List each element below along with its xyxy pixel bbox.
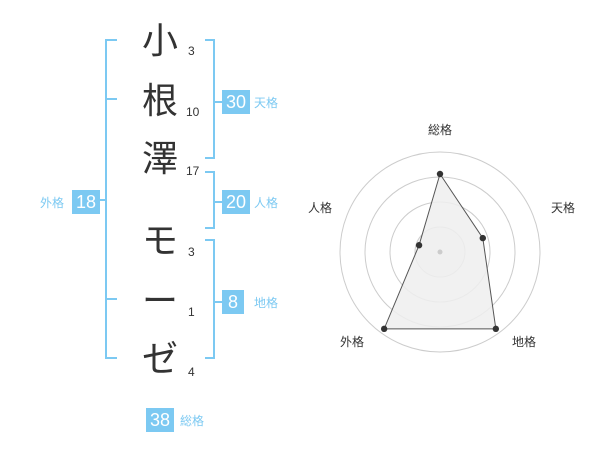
stroke-count-3: 17 bbox=[186, 164, 200, 178]
gaikaku-label: 外格 bbox=[40, 196, 65, 210]
radar-points bbox=[380, 170, 500, 333]
radar-label-soukaku: 総格 bbox=[428, 122, 452, 137]
jinkaku-bracket bbox=[205, 171, 215, 229]
name-char-6: ゼ bbox=[141, 339, 178, 380]
name-char-4: モ bbox=[141, 221, 178, 262]
radar-point-2 bbox=[479, 234, 486, 242]
fortune-radar-chart: 総格 天格 地格 外格 人格 bbox=[308, 122, 575, 353]
stroke-count-2: 10 bbox=[186, 105, 200, 119]
radar-label-jinkaku: 人格 bbox=[308, 200, 332, 215]
stroke-count-6: 4 bbox=[188, 365, 195, 379]
radar-ring-4 bbox=[339, 151, 541, 353]
name-char-5: ー bbox=[141, 281, 178, 322]
soukaku-value-badge: 38 bbox=[146, 408, 175, 432]
chikaku-bracket bbox=[205, 239, 215, 359]
radar-point-4 bbox=[380, 325, 388, 333]
gaikaku-bracket bbox=[105, 39, 117, 359]
name-char-3: 澤 bbox=[141, 139, 178, 180]
chikaku-label: 地格 bbox=[254, 296, 279, 310]
radar-center-dot bbox=[437, 249, 443, 255]
tenkaku-bracket bbox=[205, 39, 215, 159]
name-char-2: 根 bbox=[141, 81, 178, 122]
gaikaku-value-badge: 18 bbox=[72, 190, 101, 214]
radar-point-5 bbox=[415, 242, 423, 249]
tenkaku-label: 天格 bbox=[254, 96, 279, 110]
radar-point-1 bbox=[436, 170, 444, 178]
radar-label-gaikaku: 外格 bbox=[340, 334, 364, 349]
stroke-count-4: 3 bbox=[188, 245, 195, 259]
soukaku-label: 総格 bbox=[180, 414, 205, 428]
radar-point-3 bbox=[492, 325, 500, 333]
tenkaku-value-badge: 30 bbox=[222, 90, 251, 114]
stroke-count-1: 3 bbox=[188, 44, 195, 58]
jinkaku-value-badge: 20 bbox=[222, 190, 251, 214]
jinkaku-label: 人格 bbox=[254, 196, 279, 210]
radar-label-tenkaku: 天格 bbox=[551, 200, 575, 215]
stroke-count-5: 1 bbox=[188, 305, 195, 319]
radar-label-chikaku: 地格 bbox=[512, 334, 536, 349]
name-char-1: 小 bbox=[141, 21, 178, 62]
chikaku-value-badge: 8 bbox=[222, 290, 245, 314]
